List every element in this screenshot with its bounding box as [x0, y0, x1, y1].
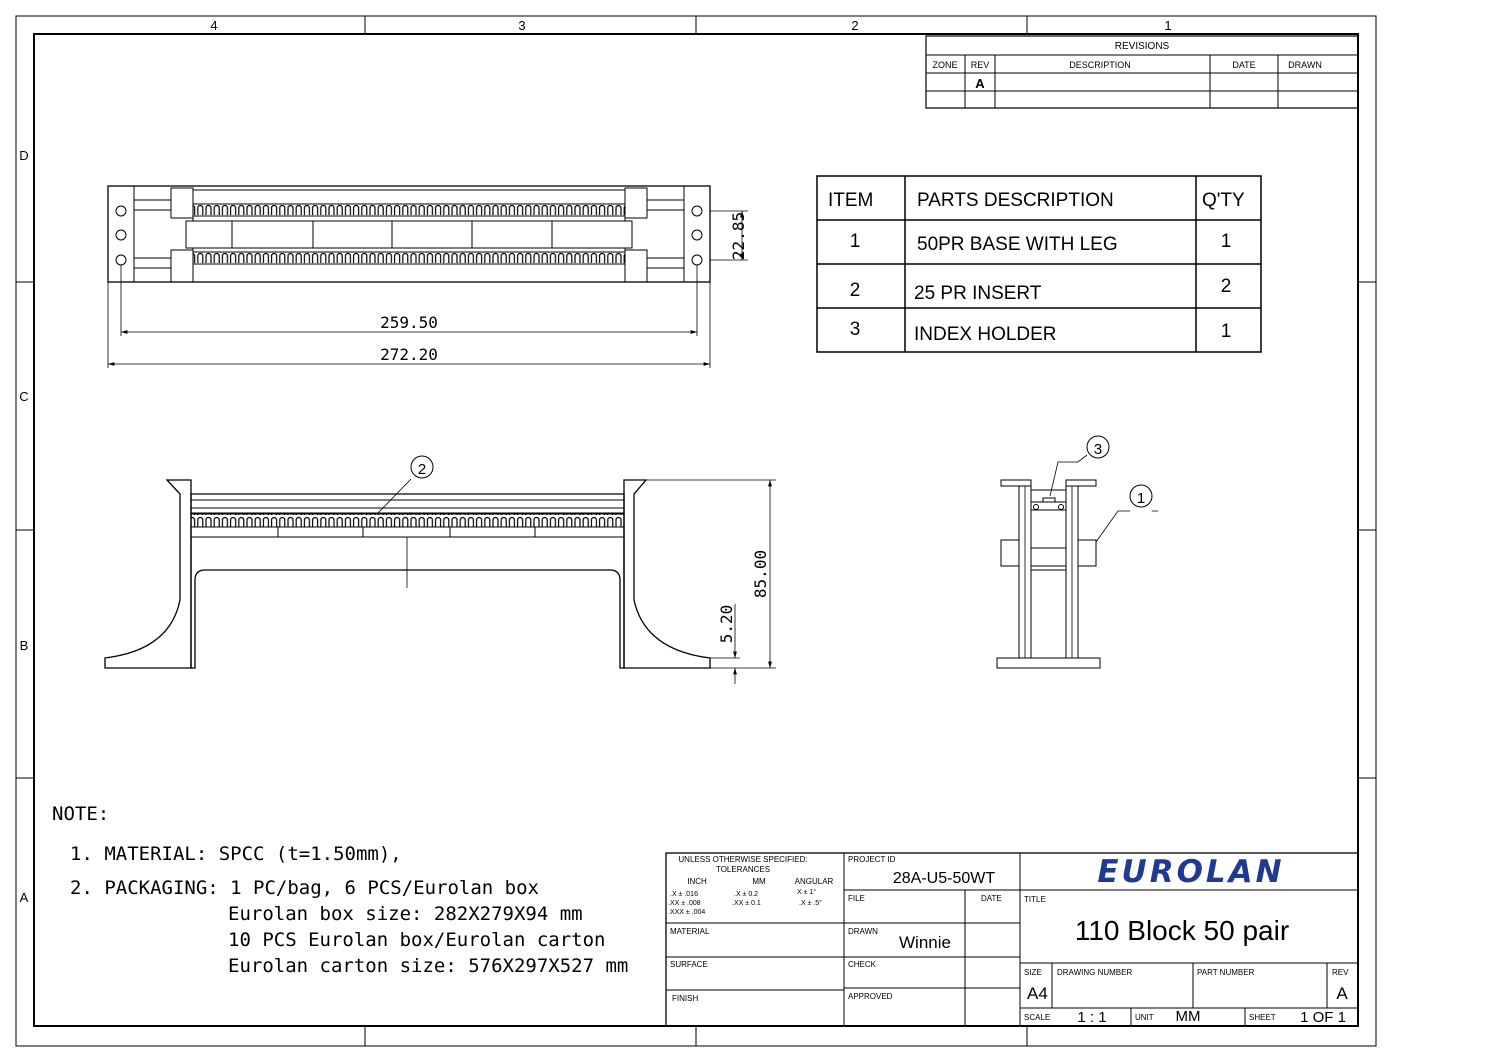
notes-title: NOTE: [52, 803, 109, 825]
bom-row3-desc: INDEX HOLDER [914, 324, 1057, 345]
sheet-size: A4 [1027, 984, 1048, 1003]
balloon-2-label: 2 [418, 461, 426, 478]
zone-row-d: D [19, 148, 28, 163]
sheet-value: 1 OF 1 [1300, 1009, 1346, 1026]
rev-label: REV [1332, 968, 1349, 977]
note-packaging: 2. PACKAGING: 1 PC/bag, 6 PCS/Eurolan bo… [70, 877, 539, 899]
material-label: MATERIAL [670, 927, 710, 936]
project-id-label: PROJECT ID [848, 855, 896, 864]
note-box-size: Eurolan box size: 282X279X94 mm [228, 903, 583, 925]
drawing-title: 110 Block 50 pair [1075, 915, 1289, 946]
project-id: 28A-U5-50WT [893, 870, 995, 887]
dim-top-height: 22.85 [729, 212, 748, 260]
rev-row1-rev: A [975, 76, 985, 91]
unit-label: UNIT [1135, 1013, 1154, 1022]
zone-col-3: 3 [518, 18, 525, 33]
dim-overall-width: 272.20 [380, 345, 438, 364]
file-label: FILE [848, 894, 865, 903]
tol-inch-1: .X ± .016 [670, 891, 698, 898]
note-carton-size: Eurolan carton size: 576X297X527 mm [228, 955, 628, 977]
bom-row3-qty: 1 [1221, 321, 1232, 342]
dim-front-height: 85.00 [751, 550, 770, 598]
rev-header-zone: ZONE [932, 60, 957, 70]
drawing-number-label: DRAWING NUMBER [1057, 968, 1132, 977]
bom-header-item: ITEM [828, 190, 873, 211]
tol-ang-2: .X ± .5° [799, 899, 822, 907]
bom-header-description: PARTS DESCRIPTION [917, 190, 1114, 211]
balloon-3-label: 3 [1094, 441, 1102, 458]
surface-label: SURFACE [670, 960, 708, 969]
rev-header-description: DESCRIPTION [1069, 60, 1131, 70]
dim-base-thickness: 5.20 [717, 605, 736, 644]
balloon-1-label: 1 [1137, 490, 1145, 507]
dim-inner-width: 259.50 [380, 313, 438, 332]
side-view [996, 435, 1158, 669]
note-material: 1. MATERIAL: SPCC (t=1.50mm), [70, 843, 402, 865]
date-label: DATE [981, 894, 1002, 903]
note-carton-qty: 10 PCS Eurolan box/Eurolan carton [228, 929, 606, 951]
tol-mm-2: .XX ± 0.1 [732, 900, 761, 907]
zone-row-c: C [19, 389, 28, 404]
title-label: TITLE [1024, 895, 1046, 904]
revisions-title: REVISIONS [1115, 41, 1170, 52]
bom-row3-item: 3 [850, 319, 861, 340]
rev-header-rev: REV [971, 60, 990, 70]
rev-value: A [1336, 984, 1348, 1003]
front-view [104, 455, 776, 684]
top-view [107, 185, 748, 368]
zone-col-2: 2 [851, 18, 858, 33]
tol-inch-header: INCH [687, 877, 707, 886]
bom-row2-item: 2 [850, 280, 861, 301]
bom-header-qty: Q'TY [1202, 190, 1245, 211]
title-block-grid [665, 852, 1359, 1027]
drawn-label: DRAWN [848, 927, 878, 936]
rev-header-date: DATE [1232, 60, 1255, 70]
eurolan-logo: EUROLAN [1097, 854, 1284, 890]
zone-row-b: B [20, 638, 29, 653]
tol-inch-2: .XX ± .008 [668, 900, 701, 907]
revisions-table [925, 35, 1359, 109]
part-number-label: PART NUMBER [1197, 968, 1255, 977]
rev-header-drawn: DRAWN [1288, 60, 1322, 70]
tol-angular-header: ANGULAR [795, 877, 834, 886]
tol-ang-1: X ± 1° [797, 888, 816, 896]
bom-row1-item: 1 [850, 231, 861, 252]
bom-table [816, 175, 1262, 353]
zone-row-a: A [20, 890, 29, 905]
bom-row2-qty: 2 [1221, 276, 1232, 297]
bom-row1-desc: 50PR BASE WITH LEG [917, 234, 1118, 255]
bom-row2-desc: 25 PR INSERT [914, 283, 1042, 304]
check-label: CHECK [848, 960, 877, 969]
scale-value: 1 : 1 [1077, 1009, 1106, 1026]
tol-inch-3: .XXX ± .004 [668, 909, 705, 916]
drawn-by: Winnie [899, 933, 951, 952]
bom-row1-qty: 1 [1221, 231, 1232, 252]
zone-col-1: 1 [1164, 18, 1171, 33]
sheet-label: SHEET [1249, 1013, 1276, 1022]
scale-label: SCALE [1024, 1013, 1050, 1022]
approved-label: APPROVED [848, 992, 893, 1001]
tol-sub: TOLERANCES [716, 865, 770, 874]
tol-mm-header: MM [752, 877, 766, 886]
finish-label: FINISH [672, 994, 698, 1003]
tol-heading: UNLESS OTHERWISE SPECIFIED: [678, 855, 807, 864]
zone-col-4: 4 [210, 18, 217, 33]
tol-mm-1: .X ± 0.2 [734, 891, 758, 898]
size-label: SIZE [1024, 968, 1042, 977]
unit-value: MM [1176, 1008, 1201, 1025]
